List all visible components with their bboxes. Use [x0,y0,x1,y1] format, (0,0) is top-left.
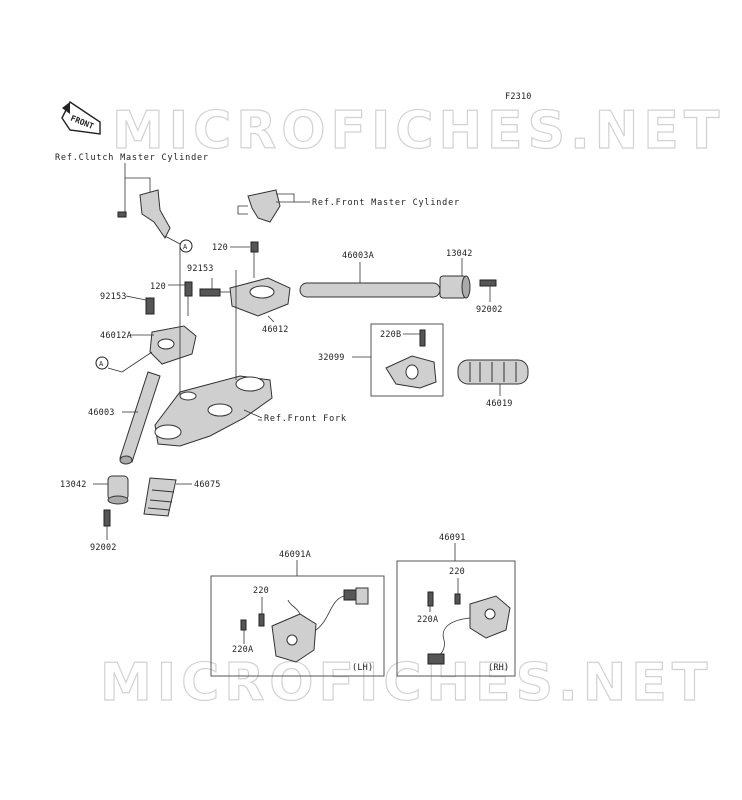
rh-label-220: 220 [449,567,465,577]
clutch-bracket-group [117,163,181,245]
label-92002-right: 92002 [476,305,503,315]
label-46019: 46019 [486,399,513,409]
label-46075: 46075 [194,480,221,490]
rh-switch-housing [469,595,511,639]
label-32099: 32099 [318,353,345,363]
rh-label-220A: 220A [417,615,438,625]
label-46091: 46091 [439,533,466,543]
label-46091A: 46091A [279,550,311,560]
label-92153-upper: 92153 [187,264,214,274]
front-arrow-icon: FRONT [61,100,101,135]
label-120-top: 120 [212,243,228,253]
ref-front-fork: Ref.Front Fork [264,414,347,424]
screw-92002-left [103,509,111,527]
grip-right-46019 [457,359,529,385]
lh-switch-housing [271,613,317,663]
rh-tag: (RH) [488,663,509,673]
circle-a-upper: A [179,239,193,253]
label-46003: 46003 [88,408,115,418]
ref-clutch-master-cylinder: Ref.Clutch Master Cylinder [55,153,209,163]
lh-tag: (LH) [352,663,373,673]
screw-92002-right [479,279,497,287]
lh-label-220: 220 [253,586,269,596]
handlebar-46003A [299,282,441,298]
ref-front-master-cylinder: Ref.Front Master Cylinder [312,198,460,208]
switch-box-rh [396,560,516,677]
grip-left-46075 [143,477,177,517]
label-46003A: 46003A [342,251,374,261]
lower-clamp-46012A [149,325,197,365]
label-13042-left: 13042 [60,480,87,490]
upper-clamp-46012 [229,277,291,317]
label-92153-left: 92153 [100,292,127,302]
watermark-bottom: MICROFICHES.NET [100,653,712,713]
svg-text:A: A [183,243,188,251]
switch-box-lh [210,575,385,677]
circle-a-lower: A [95,356,109,370]
label-46012A: 46012A [100,331,132,341]
label-13042-right: 13042 [446,249,473,259]
bar-end-weight-left [107,475,129,505]
handlebar-46003 [119,371,161,465]
bar-end-weight-right [439,275,471,299]
label-220B: 220B [380,330,401,340]
label-120-left: 120 [150,282,166,292]
switch-bracket-32099 [385,355,437,389]
lh-label-220A: 220A [232,645,253,655]
label-46012: 46012 [262,325,289,335]
top-triple-clamp [154,375,273,447]
figure-code: F2310 [505,92,532,102]
watermark-top: MICROFICHES.NET [112,101,724,161]
switch-bracket-box [370,323,444,397]
front-master-bracket-group [237,189,295,223]
svg-text:A: A [99,360,104,368]
label-92002-left: 92002 [90,543,117,553]
